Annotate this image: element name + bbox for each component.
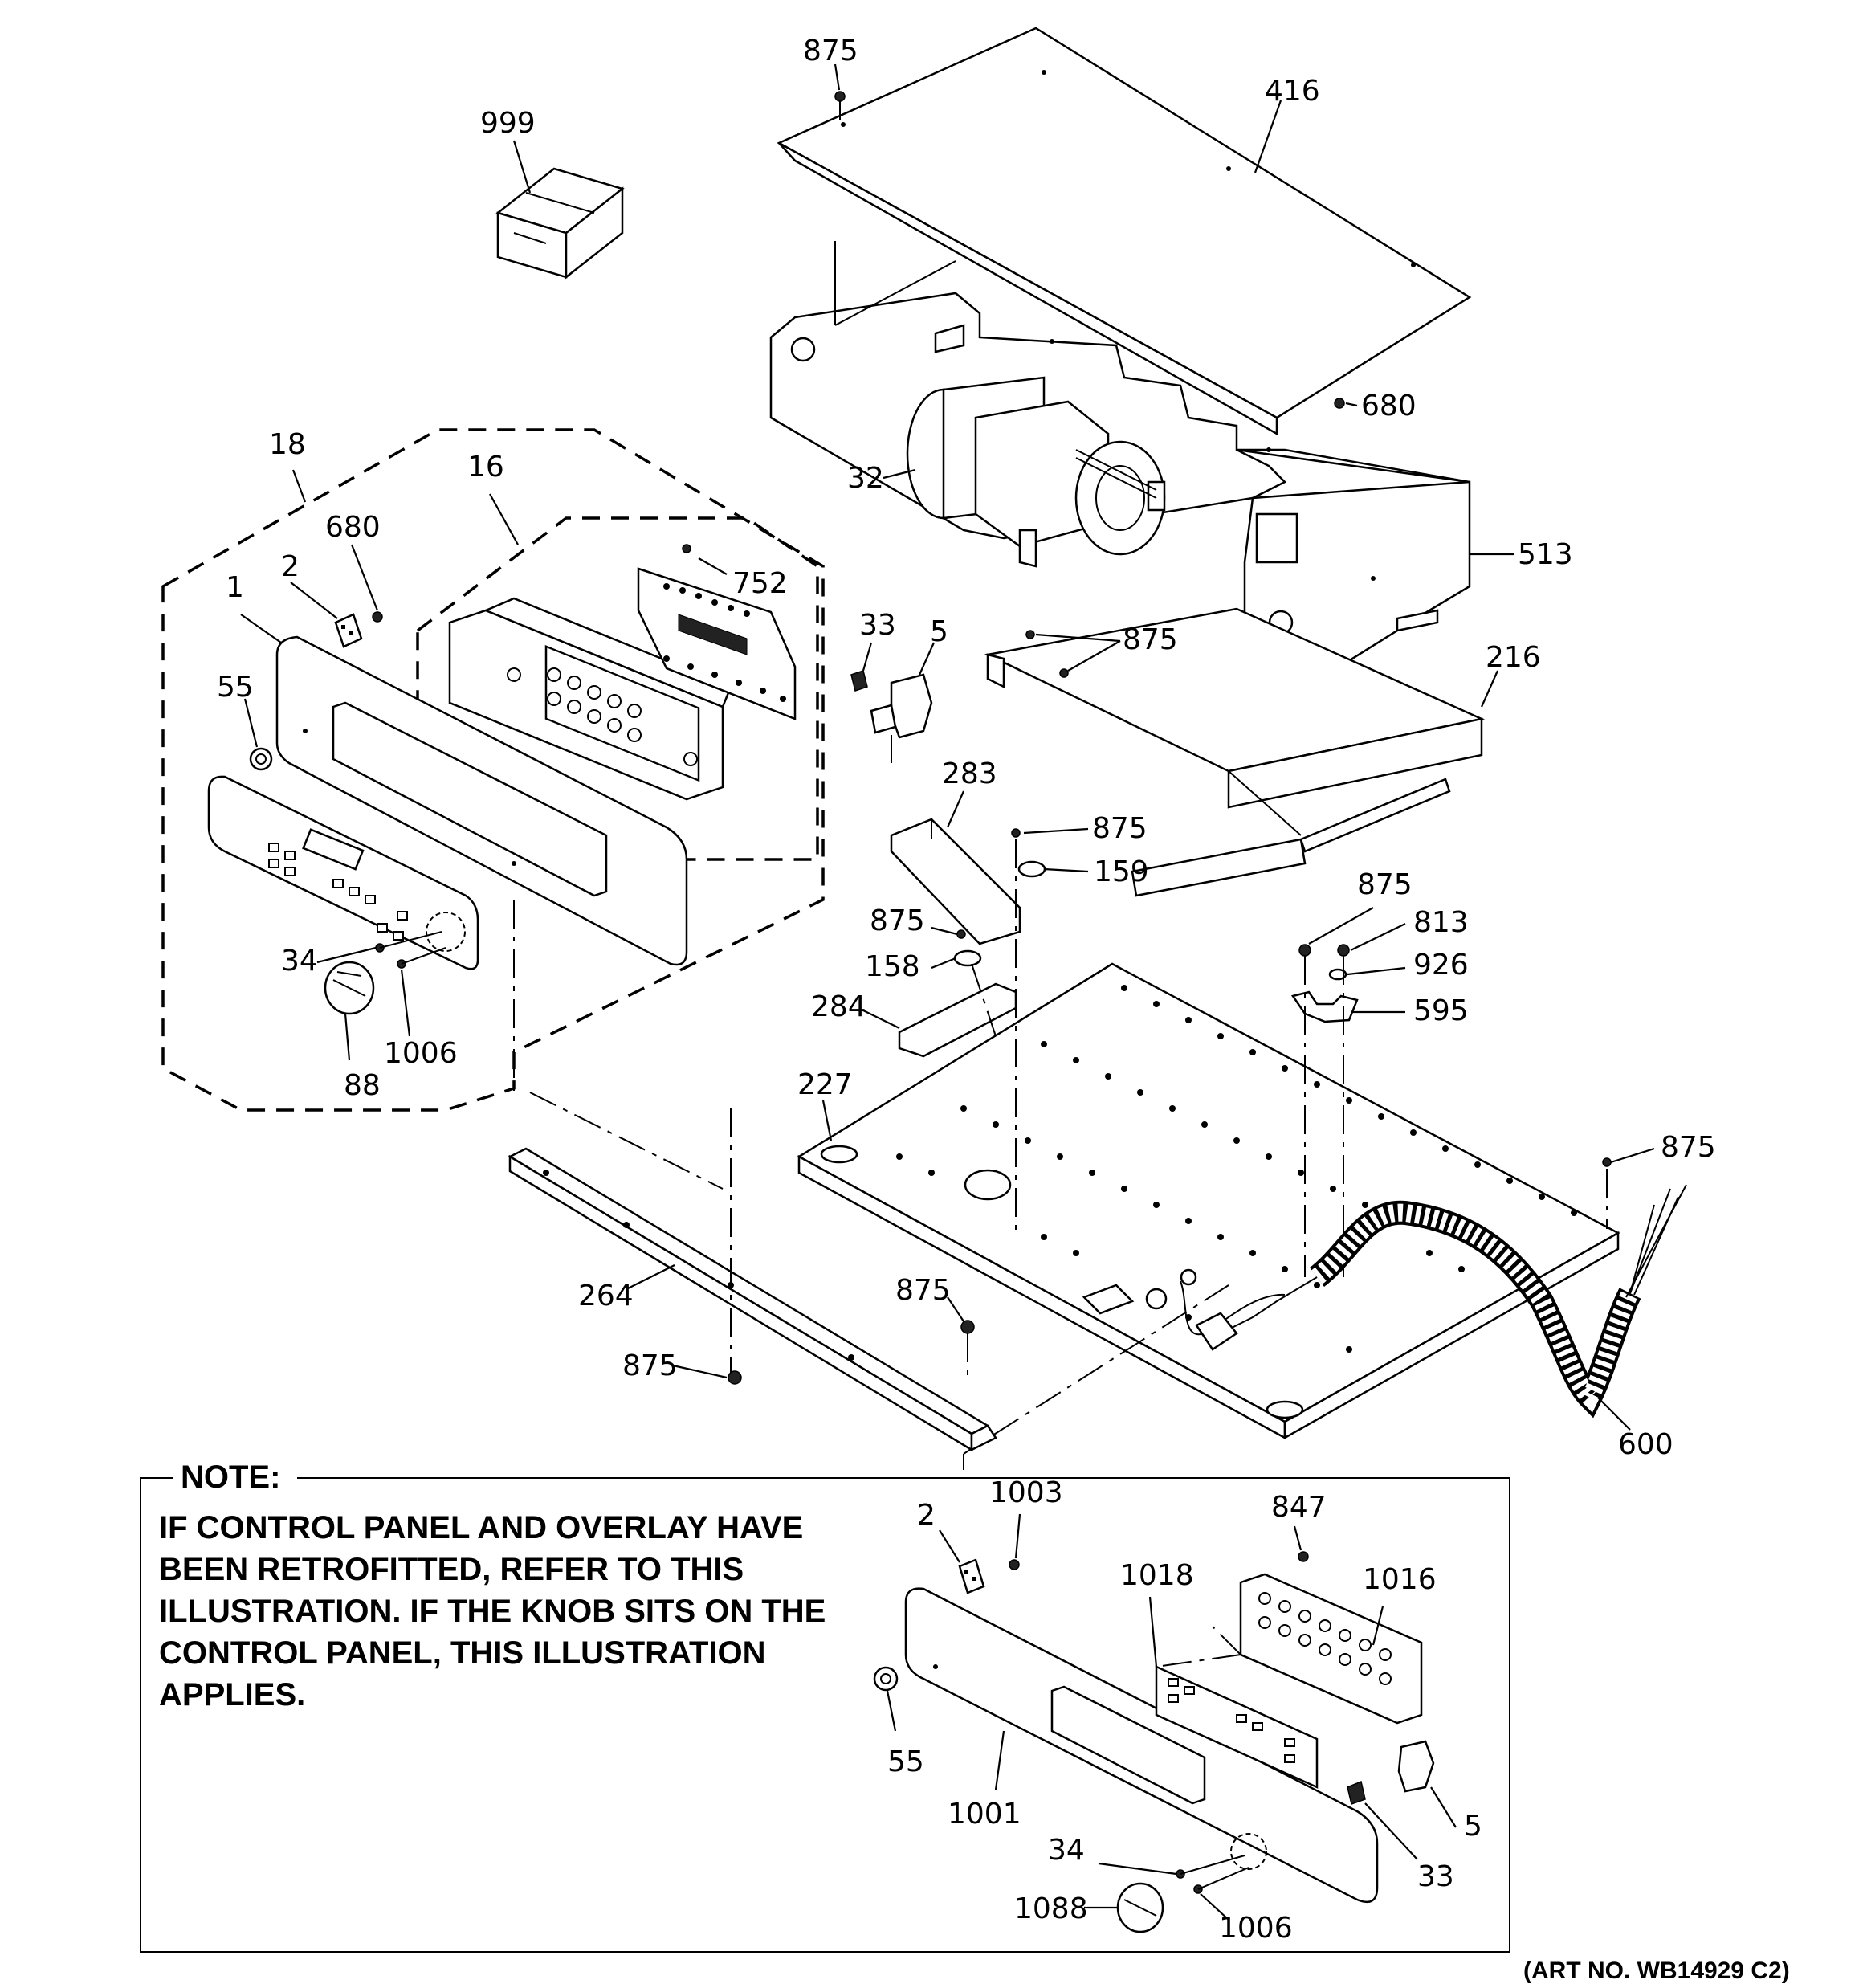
label-416: 416 <box>1265 75 1320 108</box>
label-847: 847 <box>1271 1491 1327 1524</box>
label-926: 926 <box>1413 949 1469 982</box>
power-cord-600 <box>1180 1184 1687 1419</box>
label-1001: 1001 <box>948 1798 1021 1831</box>
leader-lines <box>240 63 1655 1431</box>
grommet-55 <box>249 747 273 771</box>
label-2: 2 <box>281 550 300 583</box>
note-line-2: BEEN RETROFITTED, REFER TO THIS <box>159 1552 744 1587</box>
thermostat-158 <box>953 929 982 967</box>
label-1088: 1088 <box>1014 1892 1088 1925</box>
label-1018: 1018 <box>1120 1559 1194 1592</box>
screws-875-baffle <box>1025 630 1069 678</box>
label-34: 34 <box>1048 1834 1085 1867</box>
note-retrofit-illustration <box>873 1513 1457 1933</box>
bracket-2 <box>334 613 363 648</box>
label-875: 875 <box>1123 623 1178 656</box>
blower-fan-32 <box>906 376 1166 568</box>
note-line-4: CONTROL PANEL, THIS ILLUSTRATION <box>159 1635 766 1671</box>
control-overlay <box>207 775 479 970</box>
parts-bag-999 <box>495 167 625 280</box>
label-88: 88 <box>344 1069 381 1102</box>
note-box: NOTE: IF CONTROL PANEL AND OVERLAY HAVE … <box>140 1459 1510 1953</box>
label-264: 264 <box>578 1280 634 1312</box>
label-752: 752 <box>732 567 788 600</box>
note-callout-labels: 2 1003 847 1018 1016 55 1001 5 33 34 108… <box>887 1476 1482 1945</box>
top-cover-416 <box>777 27 1472 436</box>
label-813: 813 <box>1413 906 1469 939</box>
note-line-5: APPLIES. <box>159 1677 305 1712</box>
baffle-216 <box>984 607 1486 897</box>
note-line-1: IF CONTROL PANEL AND OVERLAY HAVE <box>159 1510 803 1545</box>
label-875: 875 <box>895 1274 951 1307</box>
label-999: 999 <box>480 107 536 140</box>
label-284: 284 <box>811 990 866 1023</box>
screw-680-left <box>372 611 383 623</box>
label-34: 34 <box>281 945 318 978</box>
label-875: 875 <box>1357 868 1413 901</box>
art-number: (ART NO. WB14929 C2) <box>1523 1957 1790 1984</box>
label-216: 216 <box>1486 641 1541 674</box>
screw-680-right <box>1334 398 1345 409</box>
label-1006: 1006 <box>384 1037 458 1070</box>
switch-33 <box>850 670 868 692</box>
label-680: 680 <box>1361 390 1417 423</box>
label-5: 5 <box>930 615 948 648</box>
label-513: 513 <box>1518 538 1573 571</box>
label-5: 5 <box>1464 1810 1482 1843</box>
callout-labels: 875 416 999 680 32 513 18 16 680 2 1 752… <box>217 35 1716 1461</box>
label-158: 158 <box>865 950 920 983</box>
label-875: 875 <box>1661 1131 1716 1164</box>
label-875: 875 <box>1092 812 1148 845</box>
label-875: 875 <box>803 35 858 67</box>
label-283: 283 <box>942 757 997 790</box>
label-16: 16 <box>467 451 504 484</box>
label-159: 159 <box>1094 855 1149 888</box>
switch-5 <box>870 673 933 763</box>
control-panel-1 <box>275 635 688 966</box>
front-trim-264 <box>508 1147 997 1452</box>
screw-875-trim-a <box>960 1320 975 1382</box>
bracket-283 <box>890 818 1021 945</box>
label-18: 18 <box>269 428 306 461</box>
label-55: 55 <box>217 671 254 704</box>
thermostat-159 <box>1011 828 1046 878</box>
screw-875-top <box>834 91 846 120</box>
label-2: 2 <box>917 1499 936 1532</box>
screw-875-trim-b <box>728 1370 742 1385</box>
note-title: NOTE: <box>181 1459 280 1495</box>
label-595: 595 <box>1413 994 1469 1027</box>
label-875: 875 <box>870 904 925 937</box>
label-32: 32 <box>847 462 884 495</box>
note-line-3: ILLUSTRATION. IF THE KNOB SITS ON THE <box>159 1594 826 1629</box>
label-600: 600 <box>1618 1428 1673 1461</box>
label-227: 227 <box>797 1068 853 1101</box>
label-1003: 1003 <box>989 1476 1063 1509</box>
label-680: 680 <box>325 511 381 544</box>
control-board-16 <box>448 544 797 801</box>
label-33: 33 <box>859 609 896 642</box>
screw-875-right <box>1602 1157 1612 1229</box>
clamp-595 <box>1290 944 1359 1023</box>
label-55: 55 <box>887 1745 924 1778</box>
label-33: 33 <box>1417 1860 1454 1893</box>
knob-88 <box>324 961 375 1015</box>
label-1016: 1016 <box>1363 1563 1437 1596</box>
label-1: 1 <box>226 571 244 604</box>
label-875: 875 <box>622 1349 678 1382</box>
label-1006: 1006 <box>1219 1912 1293 1945</box>
